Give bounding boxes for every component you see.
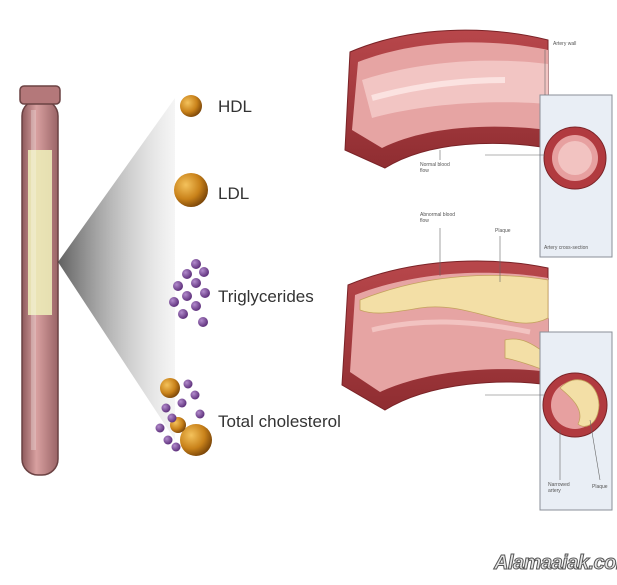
hdl-particle-icon: [180, 95, 202, 117]
normal-cross-section-annotation: Artery cross-section: [544, 245, 588, 251]
triglycerides-cluster-icon: [169, 259, 210, 327]
magnification-cone: [58, 98, 175, 440]
ldl-particle-icon: [174, 173, 208, 207]
narrowed-artery-annotation: Narrowed artery: [548, 482, 580, 494]
plaque-annotation-bottom: Plaque: [592, 484, 608, 490]
plaque-artery: [342, 261, 548, 410]
normal-blood-flow-annotation: Normal blood flow: [420, 162, 460, 174]
total-cholesterol-label: Total cholesterol: [218, 412, 341, 432]
healthy-artery: [345, 30, 548, 168]
test-tube: [20, 86, 60, 475]
ldl-label: LDL: [218, 184, 249, 204]
abnormal-blood-flow-annotation: Abnormal blood flow: [420, 212, 460, 224]
plaque-annotation-top: Plaque: [495, 228, 511, 234]
hdl-label: HDL: [218, 97, 252, 117]
triglycerides-label: Triglycerides: [218, 287, 314, 307]
healthy-cross-section: [540, 95, 612, 257]
artery-wall-annotation: Artery wall: [553, 41, 576, 47]
watermark-logo: Alamaaiak.com: [494, 552, 617, 575]
